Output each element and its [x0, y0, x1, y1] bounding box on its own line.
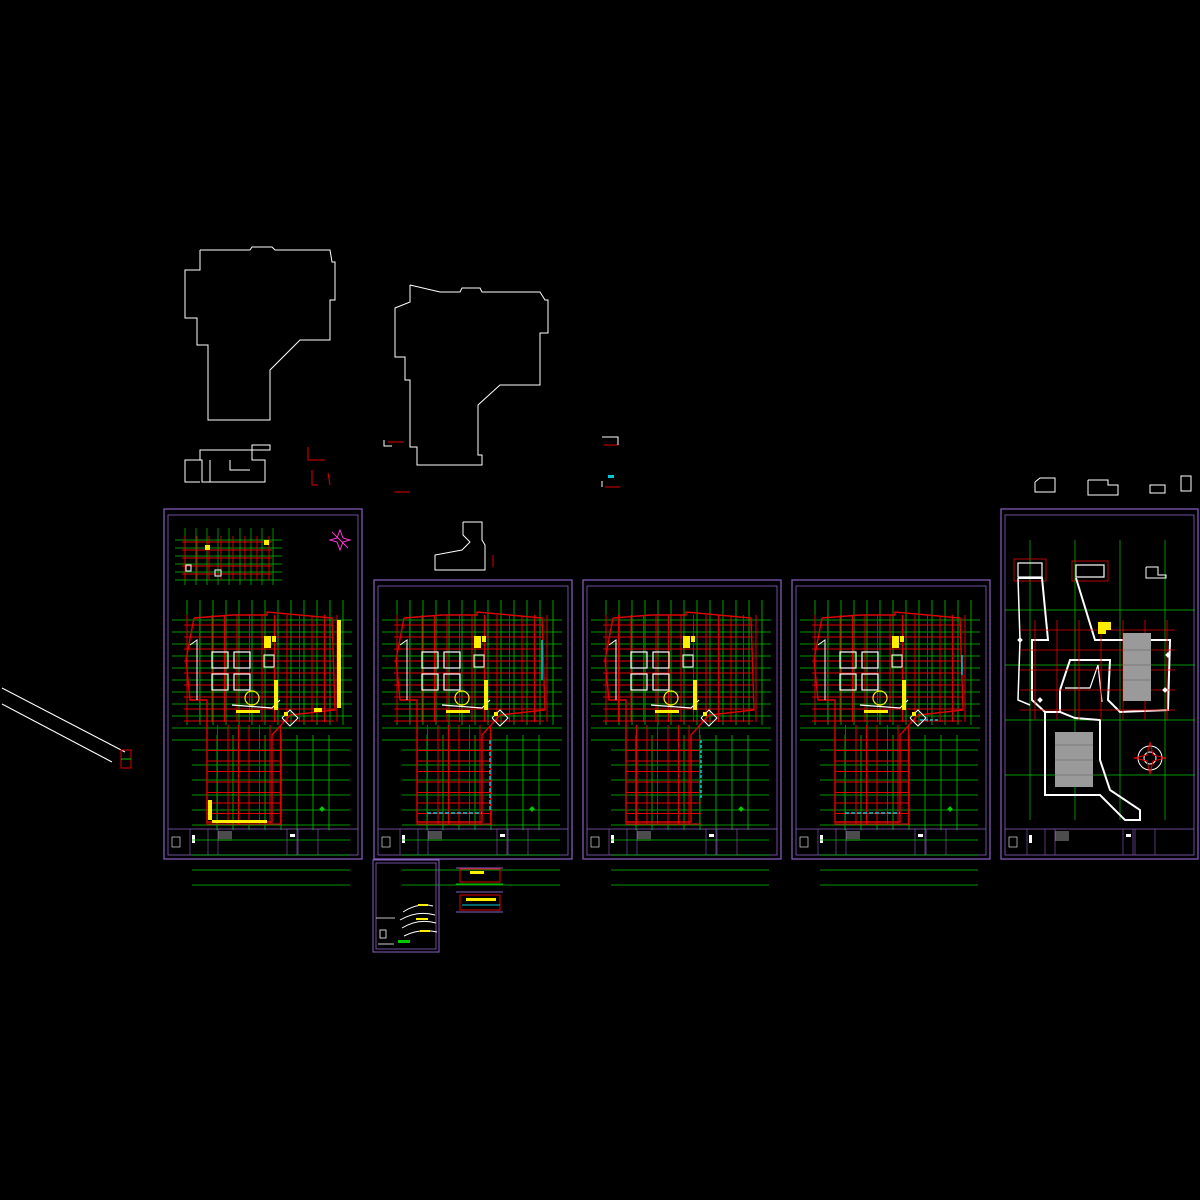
- highlight-walls-1: [208, 620, 341, 823]
- highlight-walls-3: [655, 636, 707, 800]
- building-outline-middle: [394, 284, 549, 466]
- sheet-2: [373, 579, 573, 886]
- floor-plan-4: [800, 600, 980, 886]
- loose-red-fragments: [307, 441, 620, 567]
- diagonal-line-left: [1, 687, 132, 769]
- building-outline-left: [184, 246, 336, 421]
- detail-sheet: [372, 859, 440, 953]
- hatched-block-lower: [1055, 732, 1093, 787]
- north-marker-2: [529, 806, 535, 812]
- title-block-4: [796, 828, 986, 855]
- room-outlines-4: [817, 639, 927, 727]
- loose-white-fragments: [383, 436, 619, 571]
- room-outlines-2: [399, 639, 509, 727]
- highlight-walls-4: [845, 636, 963, 814]
- sheet-frame-1: [163, 508, 363, 860]
- sheet-3: [582, 579, 782, 886]
- title-block-3: [587, 828, 777, 855]
- title-block-5: [1005, 828, 1194, 855]
- site-plan: [1005, 540, 1195, 821]
- north-marker-1: [319, 806, 325, 812]
- rose-symbol-icon: [1133, 741, 1167, 775]
- sheet-frame-2: [373, 579, 573, 860]
- compass-icon: [328, 528, 352, 552]
- structural-grid-4: [812, 611, 966, 825]
- detail-sheet-frame: [372, 859, 440, 953]
- floor-plan-1: [172, 600, 352, 886]
- floor-plan-3: [591, 600, 771, 886]
- highlight-walls-2: [427, 636, 543, 814]
- detail-yellow-marks: [416, 904, 430, 932]
- small-outline-piece: [184, 444, 271, 483]
- floor-plan-2: [382, 600, 562, 886]
- detail-green-mark: [398, 940, 410, 943]
- north-marker-3: [738, 806, 744, 812]
- sheet-frame-4: [791, 579, 991, 860]
- sheet-frame-5: [1000, 508, 1199, 860]
- structural-grid-3: [603, 611, 757, 825]
- sheet-4: [791, 579, 991, 886]
- sheet-5: [1000, 508, 1199, 860]
- sheet-frame-3: [582, 579, 782, 860]
- key-plan-1: [175, 528, 282, 585]
- hatched-block-upper: [1123, 633, 1151, 701]
- north-marker-4: [947, 806, 953, 812]
- sheet-1: [163, 508, 363, 886]
- small-outlines-right: [1034, 475, 1192, 496]
- loose-cyan-mark: [608, 475, 614, 478]
- section-detail-strips: [456, 867, 503, 913]
